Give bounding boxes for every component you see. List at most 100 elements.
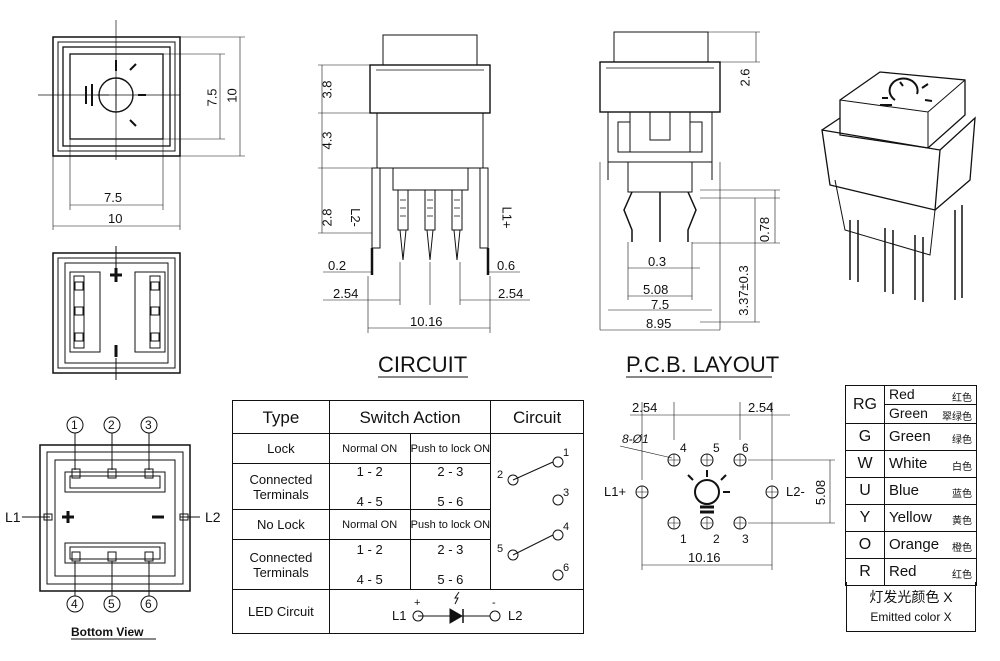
- row-no-lock: No Lock: [232, 509, 330, 540]
- bottom-view-title: Bottom View: [71, 625, 144, 639]
- led-circuit-cell: [328, 589, 585, 634]
- dim-side-1016: 10.16: [410, 314, 443, 329]
- cir-3: 3: [563, 487, 570, 499]
- dim-side-43: 4.3: [319, 131, 335, 150]
- bottom-l2: L2: [205, 509, 221, 525]
- dim-front-078: 0.78: [757, 216, 773, 243]
- pcb-l2: L2-: [786, 484, 805, 499]
- circuit-title: CIRCUIT: [378, 352, 468, 377]
- circuit-cell: [490, 433, 584, 590]
- dim-top-h-inner: 7.5: [204, 88, 220, 107]
- conn2-b2: 5 - 6: [437, 572, 464, 587]
- pcb-layout-title: P.C.B. LAYOUT: [626, 352, 780, 377]
- pcb-pin-3: 3: [742, 532, 749, 546]
- color-o: Orange 橙色: [884, 531, 977, 559]
- color-w-cn: 白色: [952, 462, 972, 473]
- color-o-en: Orange: [889, 536, 940, 553]
- cir-2: 2: [497, 469, 504, 481]
- dim-side-38: 3.8: [319, 80, 335, 99]
- pcb-pin-4: 4: [680, 441, 687, 455]
- pin-4: 4: [71, 597, 78, 611]
- color-rg-red-cn: 红色: [952, 393, 972, 404]
- dim-side-28: 2.8: [319, 208, 335, 227]
- pcb-dim-254b: 2.54: [748, 400, 774, 415]
- conn1-a: 1 - 2 4 - 5: [328, 463, 411, 510]
- led-minus: -: [492, 597, 496, 609]
- color-g-en: Green: [889, 428, 931, 445]
- conn2-a1: 1 - 2: [356, 542, 383, 557]
- lock-a: Normal ON: [328, 433, 411, 464]
- row-connected-2: Connected Terminals: [232, 539, 330, 590]
- dim-top-h-outer: 10: [224, 88, 240, 103]
- color-w-en: White: [889, 455, 928, 472]
- dim-front-26: 2.6: [737, 68, 753, 87]
- cir-4: 4: [563, 521, 570, 533]
- row-connected-1: Connected Terminals: [232, 463, 330, 510]
- side-view: [318, 34, 530, 333]
- dim-side-02: 0.2: [328, 258, 347, 273]
- cir-6: 6: [563, 562, 570, 574]
- note-en: Emitted color X: [870, 610, 952, 624]
- color-u: Blue 蓝色: [884, 477, 977, 505]
- lock-b: Push to lock ON: [409, 433, 492, 464]
- dim-top-outer: 10: [108, 211, 123, 226]
- conn2-b: 2 - 3 5 - 6: [409, 539, 492, 590]
- color-w: White 白色: [884, 450, 977, 478]
- pcb-pin-5: 5: [713, 441, 720, 455]
- color-code-u: U: [845, 477, 885, 505]
- header-type: Type: [232, 400, 330, 434]
- dim-front-03: 0.3: [648, 254, 667, 269]
- conn2-b1: 2 - 3: [437, 542, 464, 557]
- conn1-a1: 1 - 2: [356, 464, 383, 479]
- color-code-g: G: [845, 423, 885, 451]
- cir-5: 5: [497, 543, 504, 555]
- isometric-view: [821, 71, 976, 302]
- color-o-cn: 橙色: [952, 543, 972, 554]
- pin-view: [52, 246, 181, 380]
- top-view: [38, 20, 245, 230]
- dim-top-inner: 7.5: [104, 190, 123, 205]
- color-u-cn: 蓝色: [952, 489, 972, 500]
- pin-2: 2: [108, 418, 115, 432]
- conn1-b1: 2 - 3: [437, 464, 464, 479]
- pcb-hole: 8-Ø1: [622, 432, 649, 446]
- pcb-dim-254a: 2.54: [632, 400, 658, 415]
- color-y: Yellow 黄色: [884, 504, 977, 532]
- pin-6: 6: [145, 597, 152, 611]
- pcb-pin-6: 6: [742, 441, 749, 455]
- led-l2: L2: [508, 608, 523, 623]
- color-rg-red-en: Red: [889, 386, 915, 402]
- nolock-a: Normal ON: [328, 509, 411, 540]
- label-l2: L2-: [347, 208, 363, 227]
- color-code-y: Y: [845, 504, 885, 532]
- header-circuit: Circuit: [490, 400, 584, 434]
- pin-3: 3: [145, 418, 152, 432]
- led-l1: L1: [392, 608, 407, 623]
- led-circuit-label: LED Circuit: [232, 589, 330, 634]
- color-y-en: Yellow: [889, 509, 932, 526]
- color-u-en: Blue: [889, 482, 920, 499]
- pcb-dim-508: 5.08: [813, 479, 829, 506]
- pcb-dim-1016: 10.16: [688, 550, 721, 565]
- conn2-a2: 4 - 5: [356, 572, 383, 587]
- conn1-a2: 4 - 5: [356, 494, 383, 509]
- dim-front-75: 7.5: [651, 297, 670, 312]
- bottom-view: [22, 416, 200, 613]
- dim-side-254a: 2.54: [333, 286, 359, 301]
- note-cn: 灯发光颜色 X: [869, 589, 953, 605]
- dim-front-337: 3.37±0.3: [735, 265, 751, 316]
- dim-front-508: 5.08: [643, 282, 669, 297]
- row-lock: Lock: [232, 433, 330, 464]
- front-view: [599, 31, 780, 331]
- color-y-cn: 黄色: [952, 516, 972, 527]
- emitted-color-note: 灯发光颜色 X Emitted color X: [846, 582, 976, 632]
- label-l1: L1+: [499, 206, 515, 229]
- pin-1: 1: [71, 418, 78, 432]
- pin-5: 5: [108, 597, 115, 611]
- pcb-pin-2: 2: [713, 532, 720, 546]
